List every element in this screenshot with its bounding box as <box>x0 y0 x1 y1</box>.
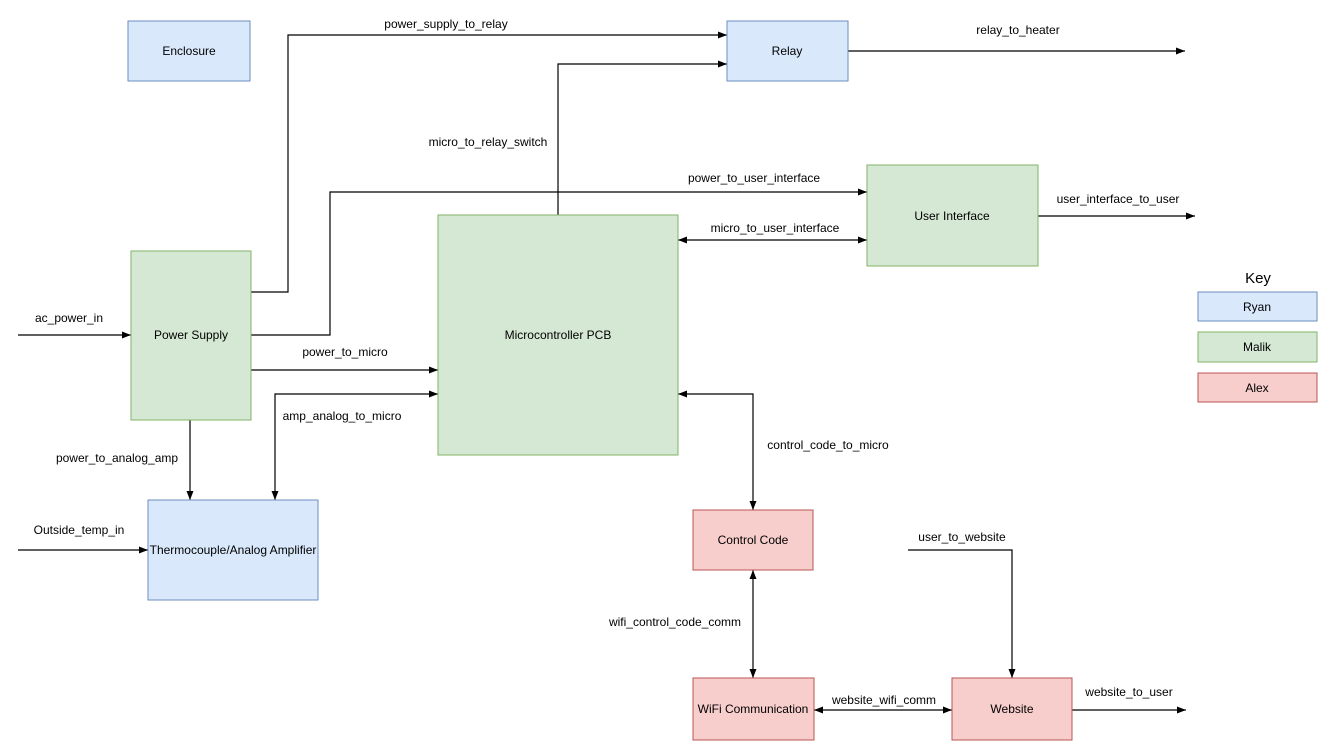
block-enclosure: Enclosure <box>127 20 251 82</box>
outside-temp-in-label: Outside_temp_in <box>34 523 125 537</box>
amp-analog-to-micro-arrow <box>271 390 438 500</box>
block-microcontroller-pcb: Microcontroller PCB <box>437 214 679 456</box>
key-entry-ryan: Ryan <box>1197 291 1318 322</box>
website-wifi-comm-label: website_wifi_comm <box>831 693 936 707</box>
control-code-to-micro-label: control_code_to_micro <box>767 438 889 452</box>
wifi-communication-box <box>692 677 815 741</box>
power-supply-to-relay-label: power_supply_to_relay <box>384 17 507 31</box>
power-supply-label: Power Supply <box>154 328 228 342</box>
enclosure-box <box>127 20 251 82</box>
block-relay: Relay <box>726 20 849 82</box>
ac-power-in-label: ac_power_in <box>35 311 103 325</box>
relay-label: Relay <box>772 44 803 58</box>
microcontroller-pcb-label: Microcontroller PCB <box>505 328 612 342</box>
user-interface-label: User Interface <box>914 209 990 223</box>
connector-amp-analog-to-micro: amp_analog_to_micro <box>271 390 438 500</box>
micro-to-relay-switch-arrow <box>557 60 727 215</box>
relay-box <box>726 20 849 82</box>
power-to-micro-label: power_to_micro <box>302 345 388 359</box>
power-to-user-interface-label: power_to_user_interface <box>688 171 820 185</box>
wifi-communication-label: WiFi Communication <box>698 702 809 716</box>
connector-website-to-user: website_to_user <box>1072 685 1186 714</box>
thermocouple-analog-amplifier-label: Thermocouple/Analog Amplifier <box>150 543 317 557</box>
user-interface-box <box>866 164 1039 267</box>
block-wifi-communication: WiFi Communication <box>692 677 815 741</box>
website-to-user-label: website_to_user <box>1084 685 1172 699</box>
key-swatch-alex <box>1197 372 1318 403</box>
connector-website-wifi-comm: website_wifi_comm <box>814 693 952 714</box>
control-code-label: Control Code <box>718 533 789 547</box>
connector-power-supply-to-relay: power_supply_to_relay <box>251 17 727 293</box>
connector-outside-temp-in: Outside_temp_in <box>18 523 148 554</box>
connector-power-to-analog-amp: power_to_analog_amp <box>56 420 194 500</box>
connector-micro-to-relay-switch: micro_to_relay_switch <box>429 60 727 215</box>
connector-power-to-user-interface: power_to_user_interface <box>251 171 867 336</box>
power-to-analog-amp-label: power_to_analog_amp <box>56 451 178 465</box>
amp-analog-to-micro-label: amp_analog_to_micro <box>283 409 402 423</box>
wifi-control-code-comm-label: wifi_control_code_comm <box>608 615 741 629</box>
user-to-website-arrow <box>908 549 1016 678</box>
key-entry-malik: Malik <box>1197 331 1318 363</box>
connector-power-to-micro: power_to_micro <box>251 345 438 374</box>
micro-to-user-interface-label: micro_to_user_interface <box>711 221 840 235</box>
control-code-box <box>692 509 814 571</box>
website-box <box>951 677 1073 741</box>
micro-to-relay-switch-label: micro_to_relay_switch <box>429 135 548 149</box>
power-to-user-interface-arrow <box>251 188 867 336</box>
thermocouple-analog-amplifier-box <box>147 499 319 601</box>
microcontroller-pcb-box <box>437 214 679 456</box>
connector-ac-power-in: ac_power_in <box>18 311 131 339</box>
key-title: Key <box>1245 270 1271 287</box>
power-supply-to-relay-arrow <box>251 31 727 293</box>
key-label-malik: Malik <box>1243 340 1272 354</box>
key-label-alex: Alex <box>1245 381 1268 395</box>
connector-control-code-to-micro: control_code_to_micro <box>678 390 889 510</box>
relay-to-heater-label: relay_to_heater <box>976 23 1059 37</box>
block-power-supply: Power Supply <box>130 250 252 421</box>
user-to-website-label: user_to_website <box>918 530 1006 544</box>
connector-micro-to-user-interface: micro_to_user_interface <box>678 221 867 244</box>
power-supply-box <box>130 250 252 421</box>
control-code-to-micro-arrow <box>678 390 757 510</box>
diagram-key: Key Ryan Malik Alex <box>1197 270 1318 403</box>
key-swatch-malik <box>1197 331 1318 363</box>
key-label-ryan: Ryan <box>1243 300 1271 314</box>
enclosure-label: Enclosure <box>162 44 216 58</box>
connector-user-to-website: user_to_website <box>908 530 1016 678</box>
key-entry-alex: Alex <box>1197 372 1318 403</box>
website-label: Website <box>990 702 1033 716</box>
block-thermocouple-analog-amplifier: Thermocouple/Analog Amplifier <box>147 499 319 601</box>
user-interface-to-user-label: user_interface_to_user <box>1057 192 1180 206</box>
connector-user-interface-to-user: user_interface_to_user <box>1038 192 1195 220</box>
block-website: Website <box>951 677 1073 741</box>
connector-relay-to-heater: relay_to_heater <box>848 23 1185 55</box>
connector-wifi-control-code-comm: wifi_control_code_comm <box>608 570 757 678</box>
block-control-code: Control Code <box>692 509 814 571</box>
block-user-interface: User Interface <box>866 164 1039 267</box>
key-swatch-ryan <box>1197 291 1318 322</box>
